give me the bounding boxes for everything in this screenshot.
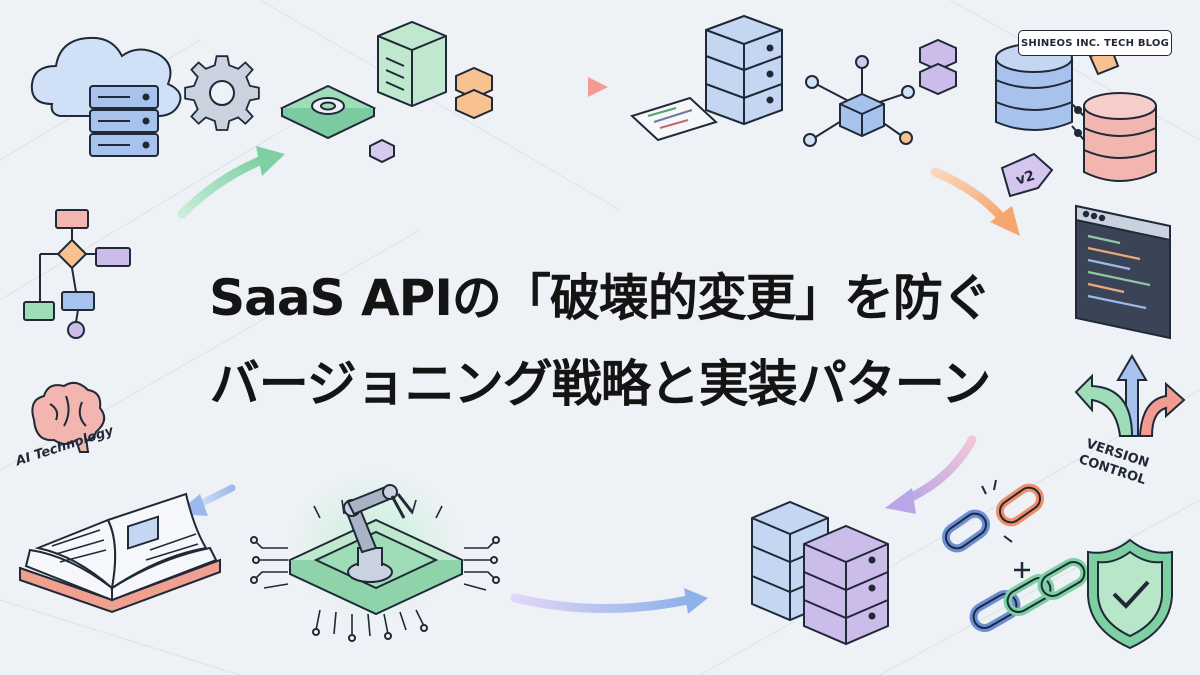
- v2-tag-icon: [1000, 152, 1054, 198]
- broken-chain-icon: [941, 479, 1045, 553]
- gear-platform-icon: [279, 84, 377, 140]
- v2-tag-label: v2: [1014, 168, 1037, 189]
- server-cluster-icon: [751, 500, 889, 646]
- page-title-line-1: SaaS APIの「破壊的変更」を防ぐ: [209, 269, 992, 327]
- flow-arrow-orange: [930, 167, 1020, 236]
- flow-arrow-pink: [524, 77, 608, 97]
- page-title-line-2: バージョニング戦略と実装パターン: [209, 355, 992, 413]
- blue-server-icon: [705, 14, 783, 126]
- server-stack-icon: [89, 85, 159, 157]
- book-icon: [19, 492, 221, 614]
- green-server-tower-icon: [377, 20, 447, 108]
- pink-database-icon: [1071, 92, 1157, 182]
- brain-icon: [31, 381, 106, 453]
- purple-cubes-icon: [919, 38, 957, 96]
- shield-check-icon: [1087, 538, 1173, 650]
- network-hub-icon: [803, 55, 915, 147]
- blue-database-icon: [995, 43, 1073, 131]
- flow-arrow-green: [177, 146, 285, 219]
- small-cube-icon: [369, 138, 395, 164]
- gear-icon: [184, 55, 260, 131]
- chain-link-icon: [969, 558, 1089, 632]
- flowchart-icon: [23, 209, 131, 339]
- branching-arrows-icon: [1074, 354, 1186, 437]
- blog-badge: SHINEOS INC. TECH BLOG: [1018, 30, 1172, 56]
- plus-icon: [1014, 562, 1030, 578]
- flow-arrow-purple: [885, 435, 977, 514]
- flow-arrow-lavender: [510, 588, 708, 614]
- code-editor-window-icon: [1075, 204, 1171, 340]
- document-icon: [630, 96, 718, 142]
- robot-arm-icon: [250, 470, 500, 642]
- orange-cubes-icon: [455, 66, 493, 120]
